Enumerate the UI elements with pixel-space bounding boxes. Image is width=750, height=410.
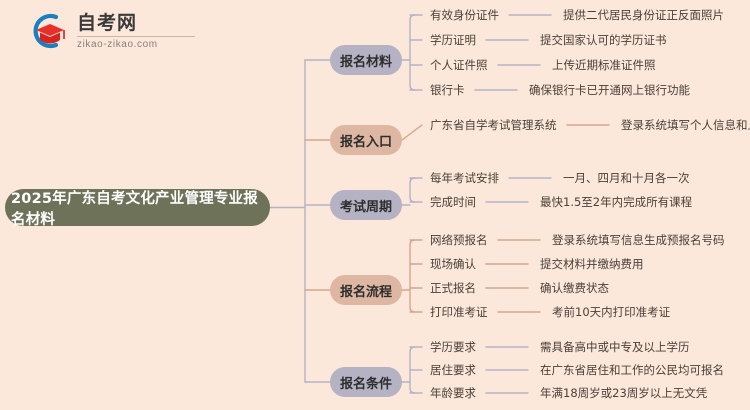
site-logo[interactable]: 自考网 zikao-zikao.com	[26, 8, 256, 54]
branch-node-1[interactable]: 报名材料	[330, 45, 402, 75]
branch-node-5[interactable]: 报名条件	[330, 367, 402, 397]
leaf-description: 年满18周岁或23周岁以上无文凭	[540, 386, 708, 400]
leaf-description: 提供二代居民身份证正反面照片	[563, 8, 724, 22]
leaf-label[interactable]: 完成时间	[430, 195, 476, 209]
leaf-description: 上传近期标准证件照	[552, 58, 656, 72]
leaf-label[interactable]: 广东省自学考试管理系统	[430, 118, 557, 132]
leaf-label[interactable]: 学历要求	[430, 340, 476, 354]
leaf-description: 最快1.5至2年内完成所有课程	[540, 195, 693, 209]
leaf-description: 一月、四月和十月各一次	[563, 171, 690, 185]
leaf-description: 需具备高中或中专及以上学历	[540, 340, 690, 354]
leaf-label[interactable]: 现场确认	[430, 257, 476, 271]
logo-domain: zikao-zikao.com	[77, 39, 158, 50]
leaf-description: 提交国家认可的学历证书	[540, 33, 667, 47]
leaf-description: 登录系统填写信息生成预报名号码	[552, 233, 725, 247]
leaf-label[interactable]: 每年考试安排	[430, 171, 499, 185]
leaf-label[interactable]: 学历证明	[430, 33, 476, 47]
branch-node-2[interactable]: 报名入口	[330, 125, 402, 155]
logo-divider	[77, 36, 195, 37]
leaf-description: 登录系统填写个人信息和上传材料	[621, 118, 750, 132]
branch-node-3[interactable]: 考试周期	[330, 190, 402, 220]
leaf-description: 确认缴费状态	[540, 281, 609, 295]
graduation-cap-icon	[26, 10, 70, 52]
leaf-description: 考前10天内打印准考证	[552, 305, 671, 319]
logo-name: 自考网	[77, 12, 138, 34]
logo-text: 自考网 zikao-zikao.com	[77, 12, 195, 50]
leaf-label[interactable]: 打印准考证	[430, 305, 488, 319]
leaf-description: 确保银行卡已开通网上银行功能	[529, 83, 690, 97]
leaf-label[interactable]: 个人证件照	[430, 58, 488, 72]
leaf-description: 在广东省居住和工作的公民均可报名	[540, 363, 724, 377]
leaf-label[interactable]: 网络预报名	[430, 233, 488, 247]
leaf-label[interactable]: 居住要求	[430, 363, 476, 377]
branch-node-4[interactable]: 报名流程	[330, 275, 402, 305]
leaf-label[interactable]: 正式报名	[430, 281, 476, 295]
leaf-label[interactable]: 银行卡	[430, 83, 465, 97]
leaf-label[interactable]: 有效身份证件	[430, 8, 499, 22]
leaf-description: 提交材料并缴纳费用	[540, 257, 644, 271]
root-node[interactable]: 2025年广东自考文化产业管理专业报名材料	[5, 189, 270, 228]
leaf-label[interactable]: 年龄要求	[430, 386, 476, 400]
